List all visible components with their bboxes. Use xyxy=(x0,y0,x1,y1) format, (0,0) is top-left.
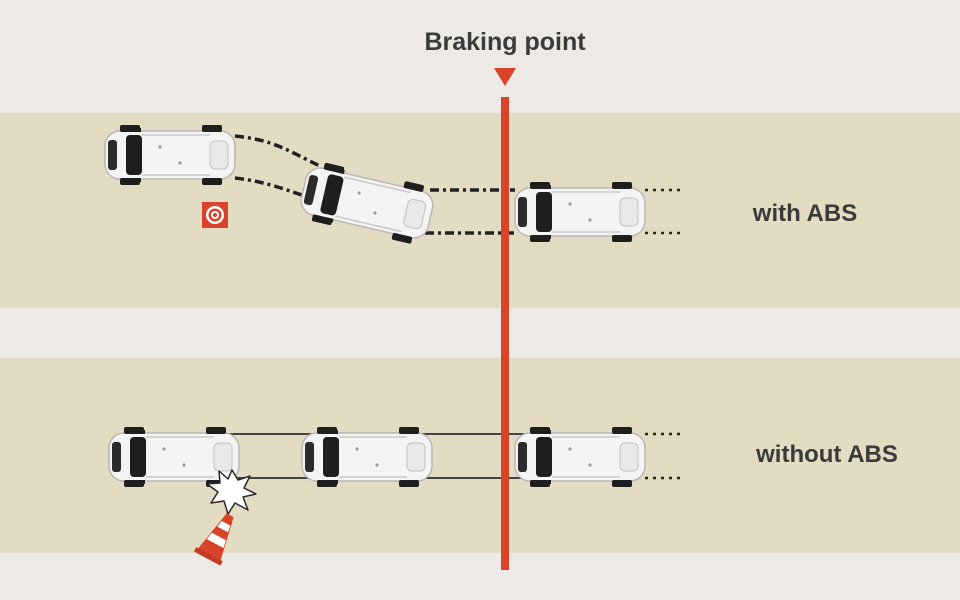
car-with-abs-stopped xyxy=(514,181,646,243)
collision-burst-icon xyxy=(206,469,257,515)
car-without-abs-stopped xyxy=(514,426,646,488)
car-without-abs-middle xyxy=(301,426,433,488)
braking-point-marker-icon xyxy=(494,68,516,86)
lane-label-without-abs: without ABS xyxy=(755,441,898,468)
lane-label-with-abs: with ABS xyxy=(752,200,857,227)
without-abs-ghost-tracks xyxy=(645,432,680,480)
car-with-abs-start xyxy=(104,124,236,186)
braking-point-line xyxy=(501,97,509,570)
traffic-cone-icon xyxy=(193,513,234,566)
braking-point-label: Braking point xyxy=(424,28,586,56)
with-abs-ghost-tracks xyxy=(645,188,680,235)
target-icon xyxy=(202,202,228,228)
